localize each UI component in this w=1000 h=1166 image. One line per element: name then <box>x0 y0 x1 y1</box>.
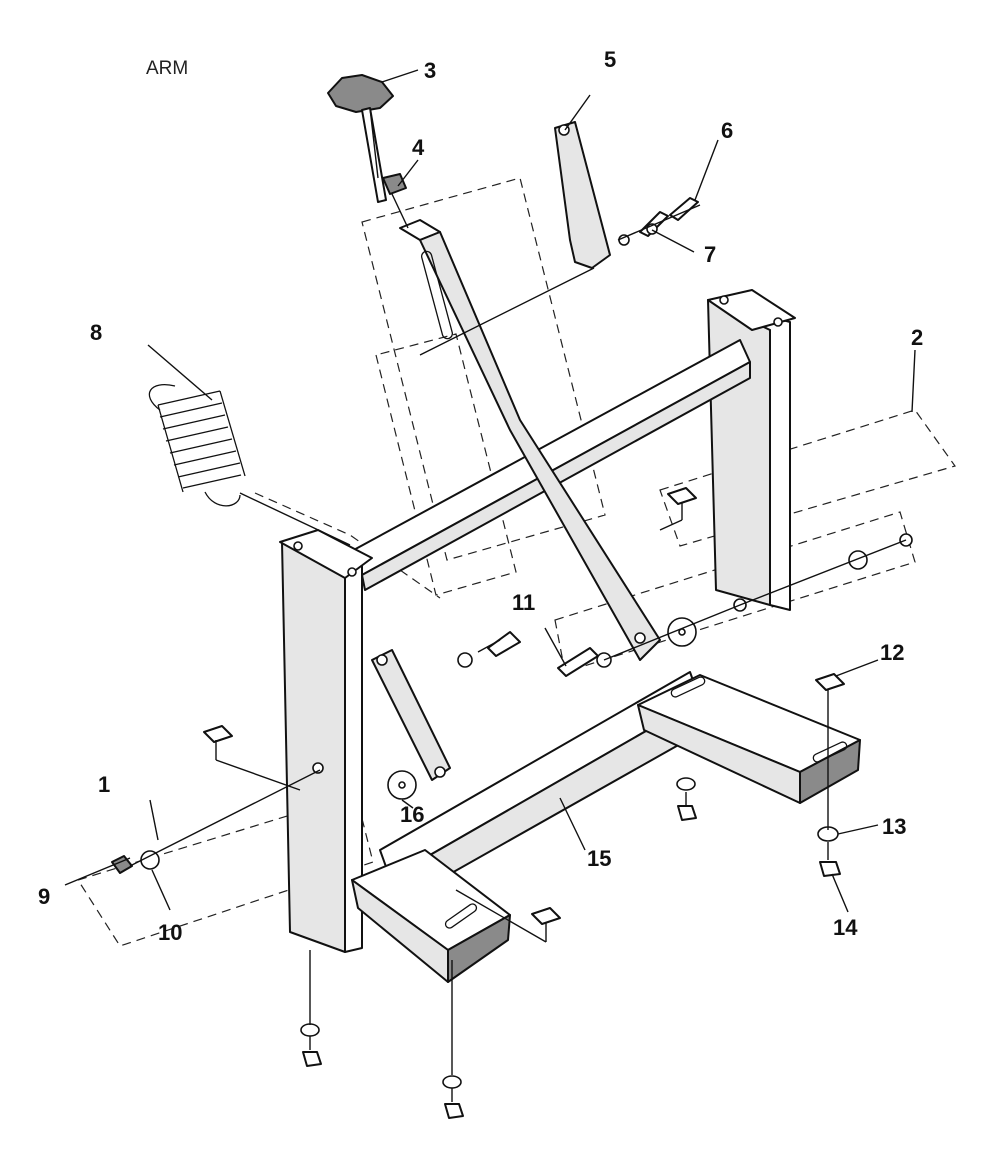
dashed-box-arm-assembly <box>361 177 606 561</box>
nut-icon <box>302 1051 322 1067</box>
nut-item-14-icon <box>819 861 841 877</box>
hardware <box>64 69 916 1119</box>
nut-icon <box>677 805 697 821</box>
knob-item-3 <box>327 74 394 203</box>
top-crossbar <box>349 339 751 576</box>
dashed-box-item-2 <box>659 409 956 547</box>
slot-icon <box>670 676 706 698</box>
callout-1: 1 <box>98 772 110 797</box>
cap-bolt-icon <box>347 567 357 577</box>
cap-bolt-icon <box>293 541 303 551</box>
nut-item-4-icon <box>382 173 407 195</box>
t-bolt-icon <box>531 907 561 925</box>
frame-assembly <box>279 289 861 983</box>
t-bolt-icon <box>667 487 697 505</box>
callout-3: 3 <box>424 58 436 83</box>
bolt-left-icon <box>487 631 521 657</box>
arm-slot-icon <box>420 250 454 340</box>
cap-bolt-icon <box>719 295 729 305</box>
callouts: 1 2 3 4 5 6 7 8 9 10 11 12 13 14 15 16 <box>38 47 923 945</box>
callout-9: 9 <box>38 884 50 909</box>
dashed-box-link-assembly <box>375 333 517 596</box>
link-bar <box>371 649 451 781</box>
spring-coil-icon <box>157 390 246 493</box>
left-upright-face <box>281 541 346 953</box>
knob-head-icon <box>327 74 394 113</box>
arm-body <box>419 231 661 661</box>
adjustment-arm <box>399 219 661 661</box>
spring-hook-icon <box>148 384 176 411</box>
callout-leaders <box>64 69 916 913</box>
cap-bolt-icon <box>773 317 783 327</box>
callout-10: 10 <box>158 920 182 945</box>
callout-15: 15 <box>587 846 611 871</box>
assembly-lines <box>129 107 907 1102</box>
right-foot-end <box>799 739 861 804</box>
nut-item-9-icon <box>111 855 133 874</box>
left-upright-cap <box>279 529 373 579</box>
link-hole-icon <box>434 766 446 778</box>
callout-7: 7 <box>704 242 716 267</box>
washer-icon <box>676 777 696 791</box>
callout-6: 6 <box>721 118 733 143</box>
bracket-item-5 <box>554 121 611 269</box>
callout-16: 16 <box>400 802 424 827</box>
left-foot-end <box>447 914 511 983</box>
callout-12: 12 <box>880 640 904 665</box>
t-bolt-item-12-icon <box>815 673 845 691</box>
washer-icon <box>457 652 473 668</box>
washer-icon <box>848 550 868 570</box>
washer-hole-icon <box>398 781 406 789</box>
callout-14: 14 <box>833 915 858 940</box>
washer-icon <box>300 1023 320 1037</box>
callout-11: 11 <box>512 590 535 615</box>
nut-icon <box>444 1103 464 1119</box>
right-upright-cap <box>707 289 796 331</box>
arm-hole-icon <box>634 632 646 644</box>
washer-item-10-icon <box>140 850 160 870</box>
callout-4: 4 <box>412 135 425 160</box>
diagram-title: ARM <box>146 58 188 79</box>
t-bolt-icon <box>203 725 233 743</box>
washer-icon <box>442 1075 462 1089</box>
callout-2: 2 <box>911 325 923 350</box>
knob-stem <box>361 107 387 203</box>
callout-13: 13 <box>882 814 906 839</box>
slot-icon <box>444 903 478 929</box>
link-hole-icon <box>376 654 388 666</box>
callout-8: 8 <box>90 320 102 345</box>
dashed-line-spring <box>254 492 441 599</box>
spring-item-8 <box>148 384 246 507</box>
pivot-hole-icon <box>312 762 324 774</box>
spring-hook-icon <box>204 491 241 507</box>
callout-5: 5 <box>604 47 616 72</box>
dashed-box-item-1 <box>77 794 374 947</box>
